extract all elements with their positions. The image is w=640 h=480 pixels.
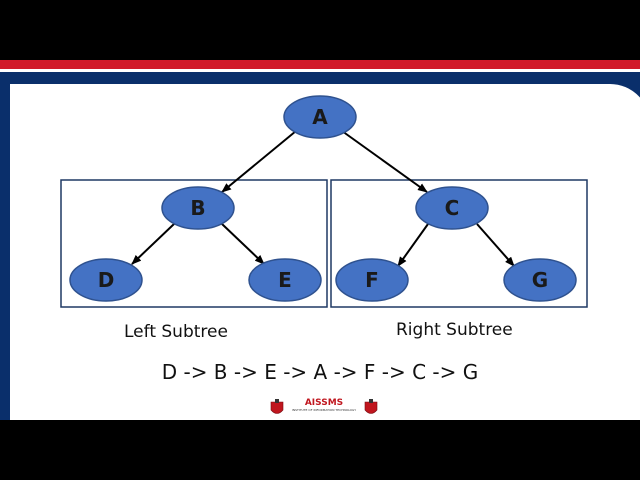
left-subtree-caption: Left Subtree [124, 322, 228, 342]
node-b: B [161, 186, 235, 230]
node-e-label: E [278, 268, 292, 292]
edge-c-f [397, 223, 429, 267]
edge-b-d [131, 223, 175, 265]
left-subtree-box [60, 179, 328, 308]
node-d: D [69, 258, 143, 302]
slide-content-area [10, 84, 640, 420]
node-f: F [335, 258, 409, 302]
header-white-stripe [0, 69, 640, 72]
edge-a-c [341, 130, 428, 193]
node-b-label: B [190, 196, 205, 220]
emblem-right-icon [364, 399, 378, 414]
node-g: G [503, 258, 577, 302]
node-g-label: G [532, 268, 548, 292]
inorder-traversal-sequence: D -> B -> E -> A -> F -> C -> G [161, 360, 479, 384]
right-subtree-box [330, 179, 588, 308]
edge-b-e [221, 223, 265, 265]
node-a-label: A [312, 105, 328, 129]
edge-c-g [476, 223, 515, 267]
header-red-stripe [0, 60, 640, 69]
node-d-label: D [98, 268, 115, 292]
logo-subtitle: INSTITUTE OF INFORMATION TECHNOLOGY [291, 408, 357, 412]
letterbox-bottom [0, 420, 640, 480]
node-a: A [283, 95, 357, 139]
node-e: E [248, 258, 322, 302]
logo-emblems [270, 399, 378, 414]
node-f-label: F [365, 268, 379, 292]
right-subtree-caption: Right Subtree [396, 320, 513, 340]
logo-name: AISSMS [304, 398, 344, 408]
edge-a-b [221, 130, 297, 193]
node-c: C [415, 186, 489, 230]
emblem-left-icon [270, 399, 284, 414]
letterbox-top [0, 0, 640, 60]
institute-logo: AISSMS INSTITUTE OF INFORMATION TECHNOLO… [268, 398, 380, 418]
node-c-label: C [445, 196, 460, 220]
